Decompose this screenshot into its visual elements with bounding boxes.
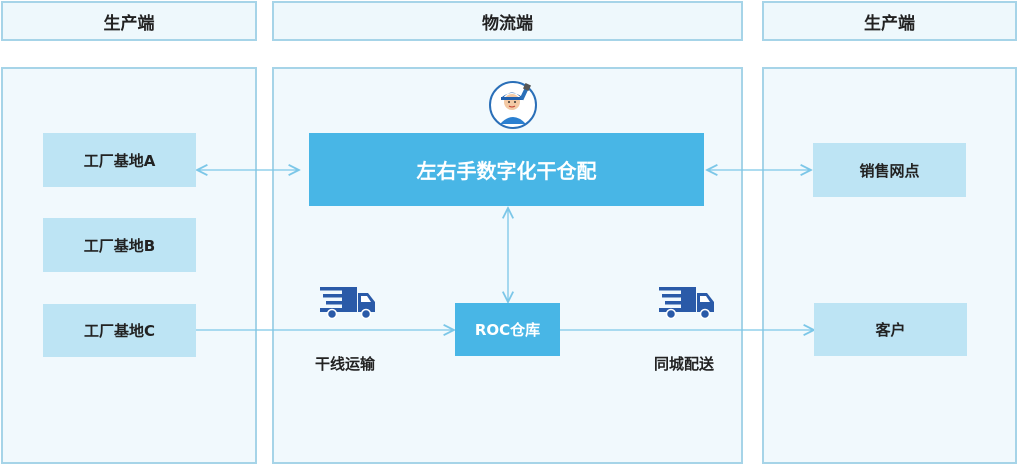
factory-a-box: 工厂基地A [43, 133, 196, 187]
middle-column-title: 物流端 [482, 13, 533, 34]
warehouse-label: ROC仓库 [474, 321, 541, 339]
right-column-header: 生产端 [762, 1, 1017, 41]
right-column-panel [762, 67, 1017, 464]
factory-b-label: 工厂基地B [83, 236, 156, 255]
customer-box: 客户 [814, 303, 967, 356]
trunk-transport-label: 干线运输 [314, 355, 375, 373]
right-column-title: 生产端 [864, 13, 915, 34]
factory-c-label: 工厂基地C [83, 322, 155, 340]
factory-c-box: 工厂基地C [43, 304, 196, 357]
warehouse-box: ROC仓库 [455, 303, 560, 356]
platform-label: 左右手数字化干仓配 [416, 159, 597, 183]
sales-point-box: 销售网点 [813, 143, 966, 197]
middle-column-header: 物流端 [272, 1, 743, 41]
factory-a-label: 工厂基地A [83, 151, 156, 170]
factory-b-box: 工厂基地B [43, 218, 196, 272]
city-delivery-label: 同城配送 [653, 355, 714, 373]
customer-label: 客户 [875, 321, 906, 339]
left-column-header: 生产端 [1, 1, 257, 41]
truck-icon [659, 287, 714, 320]
sales-point-label: 销售网点 [859, 161, 920, 180]
platform-box: 左右手数字化干仓配 [309, 133, 704, 206]
worker-mascot-icon [489, 81, 537, 129]
left-column-title: 生产端 [103, 13, 155, 34]
truck-icon [320, 287, 375, 320]
